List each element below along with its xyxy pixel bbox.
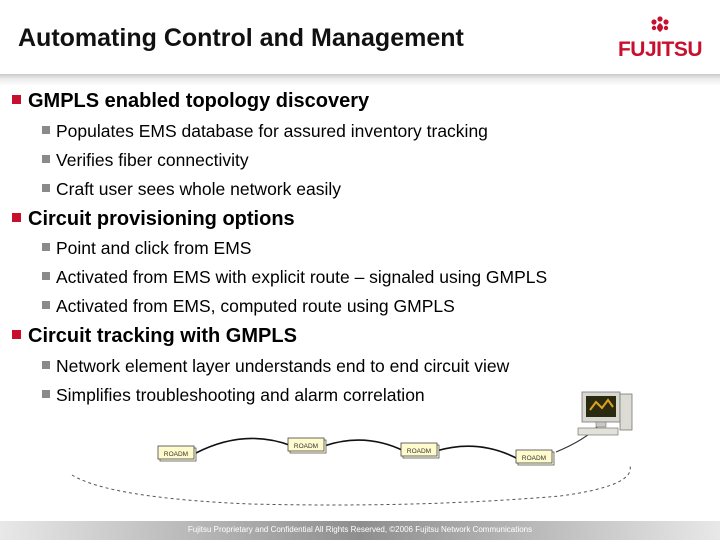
bullet-level2: Simplifies troubleshooting and alarm cor… (42, 385, 425, 406)
bullet-square-icon (42, 243, 50, 252)
bullet-level2: Populates EMS database for assured inven… (42, 121, 488, 142)
bullet-square-icon (12, 95, 21, 105)
fiber-link (435, 445, 521, 461)
slide-title: Automating Control and Management (18, 24, 464, 52)
bullet-level2: Activated from EMS with explicit route –… (42, 267, 547, 288)
bullet-level2: Verifies fiber connectivity (42, 150, 249, 171)
network-boundary (71, 465, 631, 506)
bullet-square-icon (42, 361, 50, 370)
bullet-square-icon (42, 272, 50, 281)
roadm-node: ROADM (157, 445, 197, 462)
bullet-square-icon (42, 301, 50, 310)
footer-copyright: Fujitsu Proprietary and Confidential All… (187, 525, 533, 534)
network-diagram: ROADM ROADM ROADM ROADM (71, 391, 633, 506)
roadm-node: ROADM (515, 449, 555, 466)
bullet-level1: GMPLS enabled topology discovery (12, 90, 369, 113)
roadm-label: ROADM (407, 448, 431, 455)
bullet-square-icon (42, 155, 50, 164)
bullet-level2: Network element layer understands end to… (42, 356, 509, 377)
fiber-link (195, 437, 293, 454)
title-divider (0, 74, 720, 86)
footer-bar: Fujitsu Proprietary and Confidential All… (0, 521, 720, 540)
bullet-square-icon (42, 184, 50, 193)
fujitsu-logo: FUJITSU (618, 16, 703, 61)
workstation-icon (577, 391, 633, 436)
roadm-node: ROADM (287, 437, 327, 454)
svg-text:FUJITSU: FUJITSU (618, 38, 702, 61)
bullet-level1: Circuit tracking with GMPLS (12, 325, 297, 348)
roadm-label: ROADM (164, 451, 188, 458)
roadm-node: ROADM (400, 442, 440, 459)
bullet-square-icon (42, 126, 50, 135)
bullet-square-icon (42, 390, 50, 399)
bullet-level1: Circuit provisioning options (12, 208, 295, 231)
fiber-link (323, 439, 405, 452)
bullet-level2: Craft user sees whole network easily (42, 179, 341, 200)
bullet-level2: Activated from EMS, computed route using… (42, 296, 455, 317)
roadm-label: ROADM (294, 443, 318, 450)
bullet-level2: Point and click from EMS (42, 238, 251, 259)
bullet-square-icon (12, 330, 21, 340)
roadm-label: ROADM (522, 455, 546, 462)
bullet-square-icon (12, 213, 21, 223)
